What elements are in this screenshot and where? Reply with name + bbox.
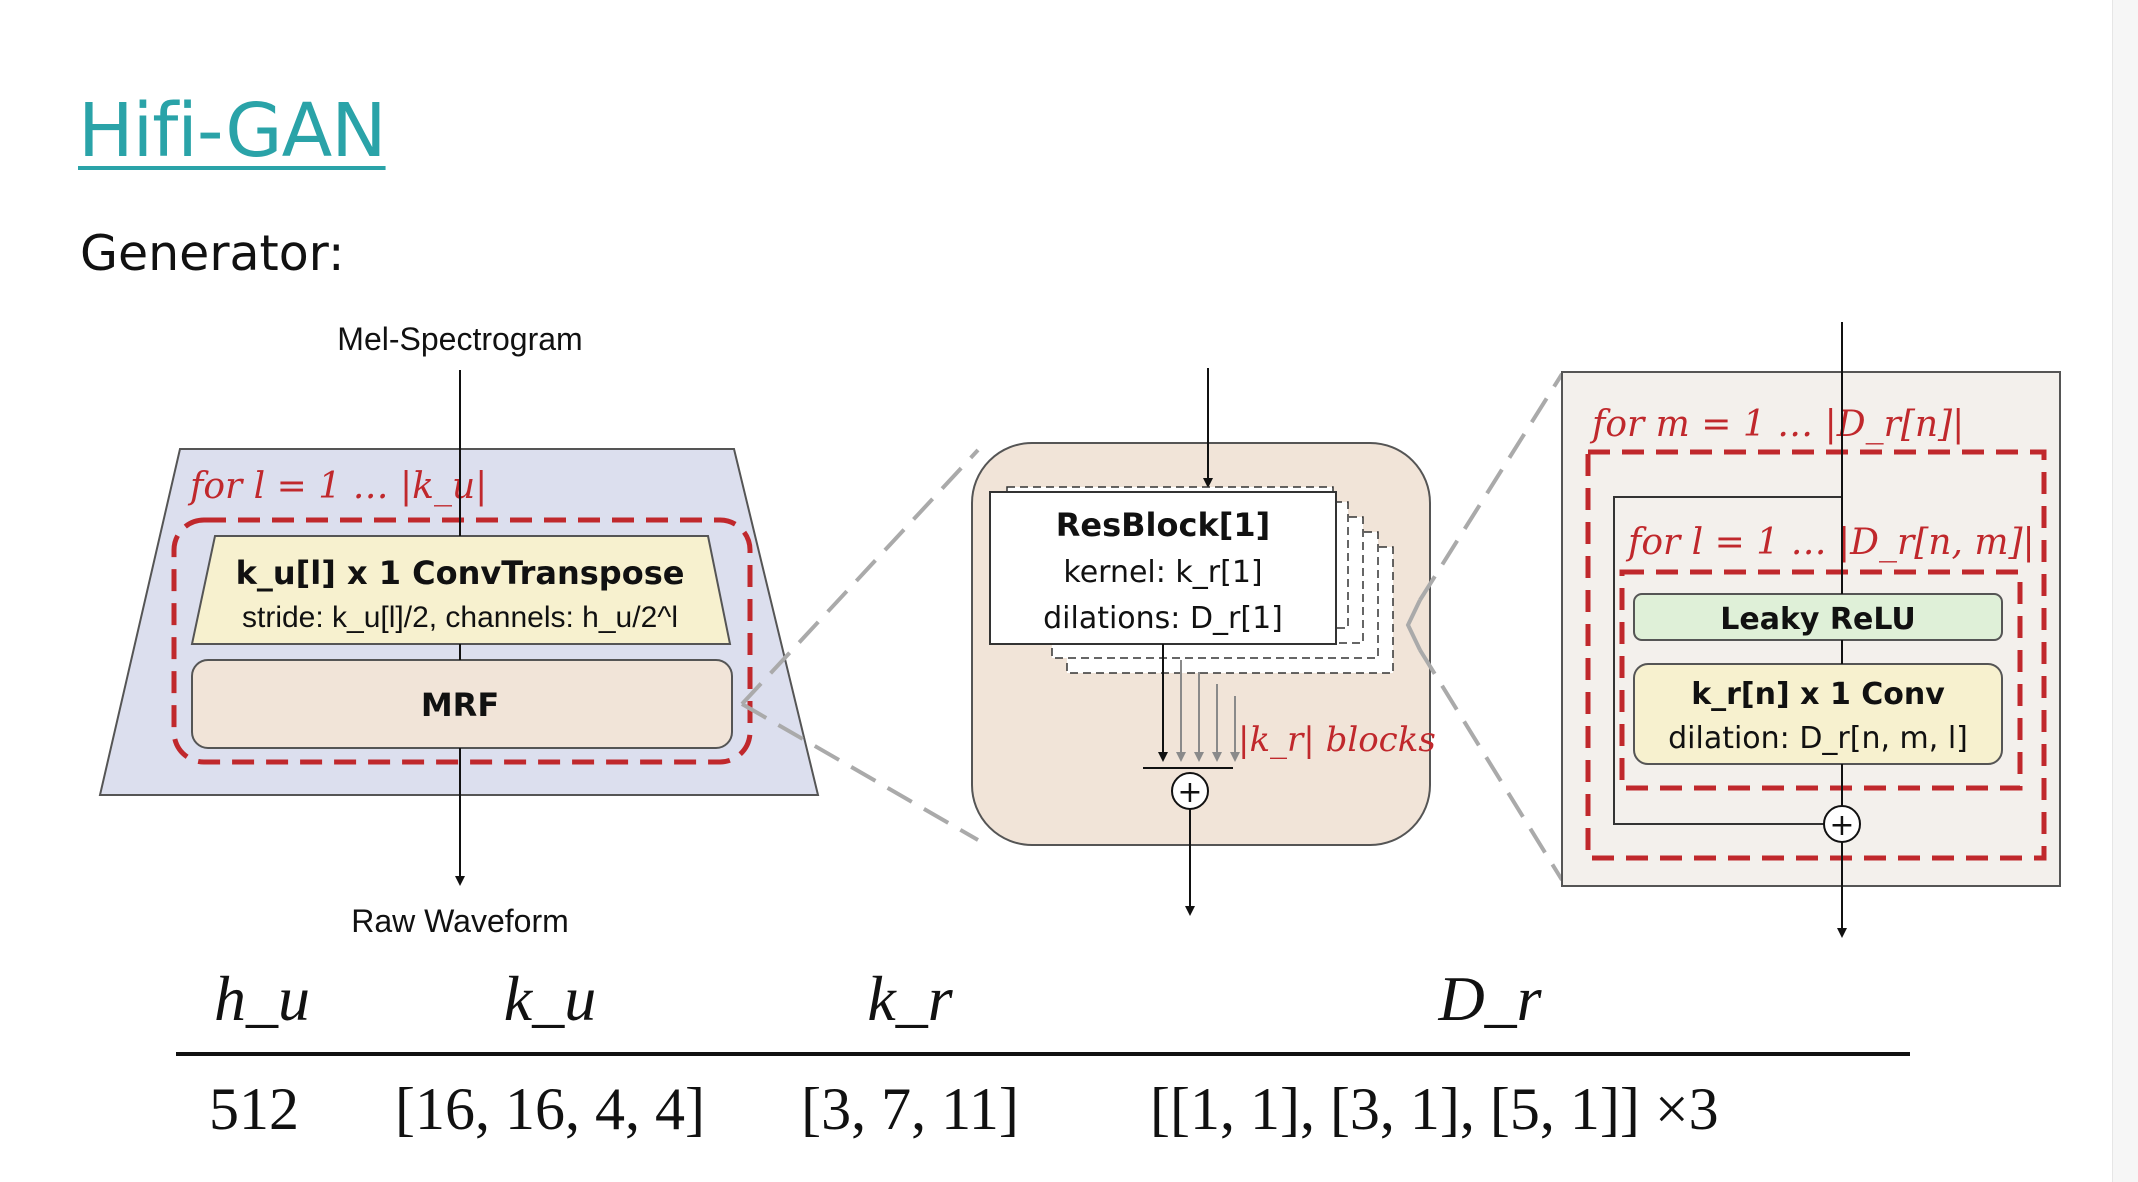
outer-loop-frame [1585,449,2047,861]
resblock-1-kernel: kernel: k_r[1] [1063,555,1262,590]
zoom-line-right-bottom [1418,648,1564,882]
conv-transpose-block [190,535,732,645]
residual-skip-connection [1613,496,1842,825]
output-label: Raw Waveform [351,903,569,939]
resblock-1-title: ResBlock[1] [1056,506,1271,544]
resblock-1-dilations: dilations: D_r[1] [1043,601,1283,636]
dilated-conv-detail: dilation: D_r[n, m, l] [1668,721,1968,756]
dilated-conv-title: k_r[n] x 1 Conv [1691,677,1945,712]
upsample-loop-label: for l = 1 … |k_u| [187,466,487,507]
conv-transpose-detail: stride: k_u[l]/2, channels: h_u/2^l [242,601,678,634]
zoom-line-top [740,448,980,706]
zoom-line-right-top [1418,372,1564,602]
zoom-line-bottom [741,702,979,842]
leaky-relu-block [1633,593,2003,641]
leaky-relu-label: Leaky ReLU [1720,602,1916,637]
slide-title[interactable]: Hifi-GAN [78,88,387,174]
conv-transpose-title: k_u[l] x 1 ConvTranspose [236,554,685,592]
window-edge [2112,0,2138,1182]
dilated-conv-block [1633,663,2003,765]
mrf-sum-symbol: + [1177,775,1202,810]
resblock-1 [989,491,1337,645]
outer-loop-label: for m = 1 … |D_r[n]| [1589,404,1964,445]
section-subtitle: Generator: [80,225,345,282]
upsample-loop-frame [171,517,753,765]
input-label: Mel-Spectrogram [337,321,582,357]
mrf-block [191,659,733,749]
zoom-chevron [1405,599,1422,651]
resblock-sum-symbol: + [1829,808,1854,843]
blocks-count-label: |k_r| blocks [1238,720,1436,760]
mrf-block-label: MRF [421,686,499,724]
inner-loop-label: for l = 1 … |D_r[n, m]| [1625,522,2035,563]
resblock-output-arrows [1158,644,1240,762]
